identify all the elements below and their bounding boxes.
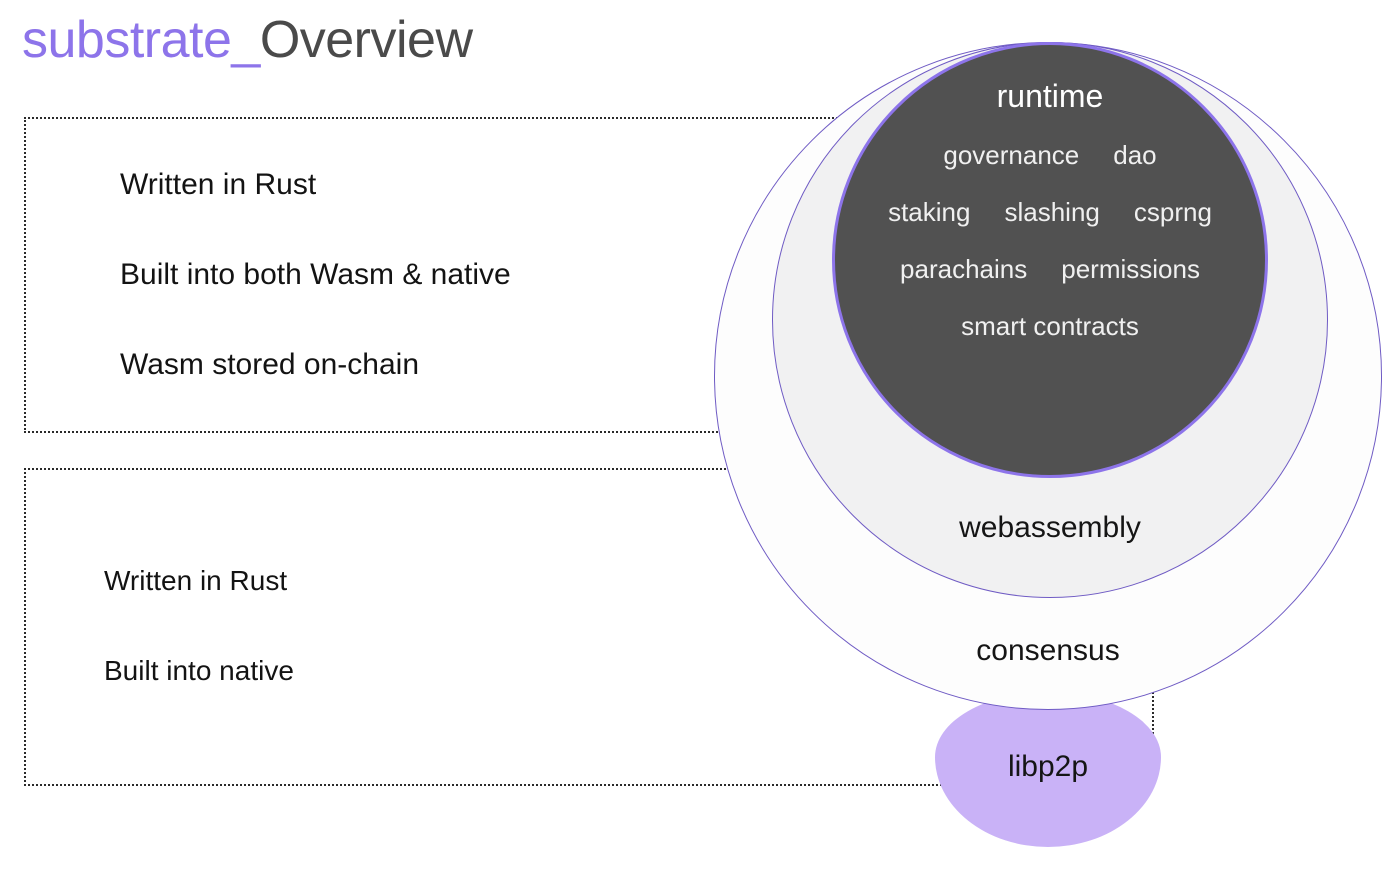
title-section: Overview [259,11,473,69]
panel-native: Written in Rust Built into native [24,468,1154,786]
list-item: Written in Rust [120,168,317,201]
list-item: Wasm stored on-chain [120,348,420,381]
title-brand: substrate_ [22,11,260,69]
label-runtime: runtime [996,78,1104,114]
panel-wasm: Written in Rust Built into both Wasm & n… [24,117,1154,433]
list-item: Built into both Wasm & native [120,258,511,291]
panel-wasm-list: Written in Rust Built into both Wasm & n… [120,168,511,438]
list-item: Written in Rust [104,565,288,596]
page-title: substrate_Overview [22,11,473,69]
list-item: Built into native [104,655,294,686]
panel-native-list: Written in Rust Built into native [104,565,294,745]
